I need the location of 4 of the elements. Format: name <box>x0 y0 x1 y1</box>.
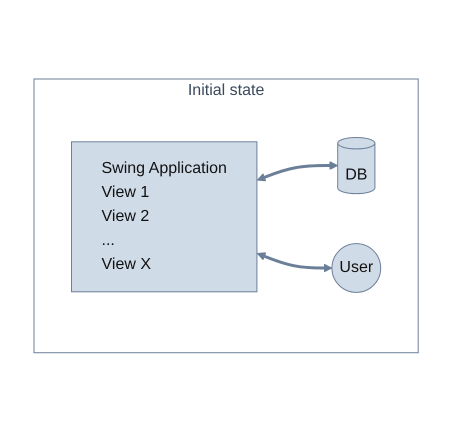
node-box: Swing Application View 1 View 2 ... View X <box>71 141 258 292</box>
node-circle: User <box>332 243 382 294</box>
arrow <box>257 161 338 182</box>
arrow <box>257 252 333 273</box>
